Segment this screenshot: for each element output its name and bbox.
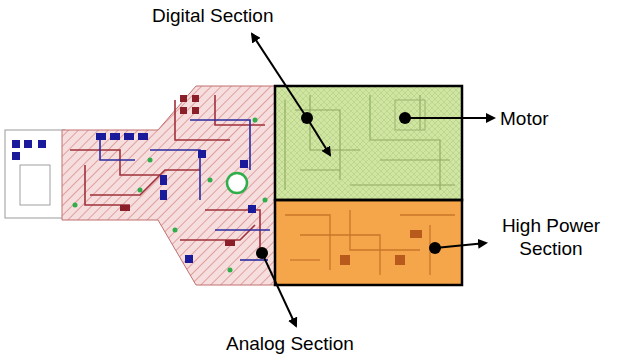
section-label: Digital Section <box>152 4 322 27</box>
part-label: Motor <box>500 107 590 130</box>
section-label: High Power Section <box>490 214 612 260</box>
section-label: Analog Section <box>226 332 406 355</box>
